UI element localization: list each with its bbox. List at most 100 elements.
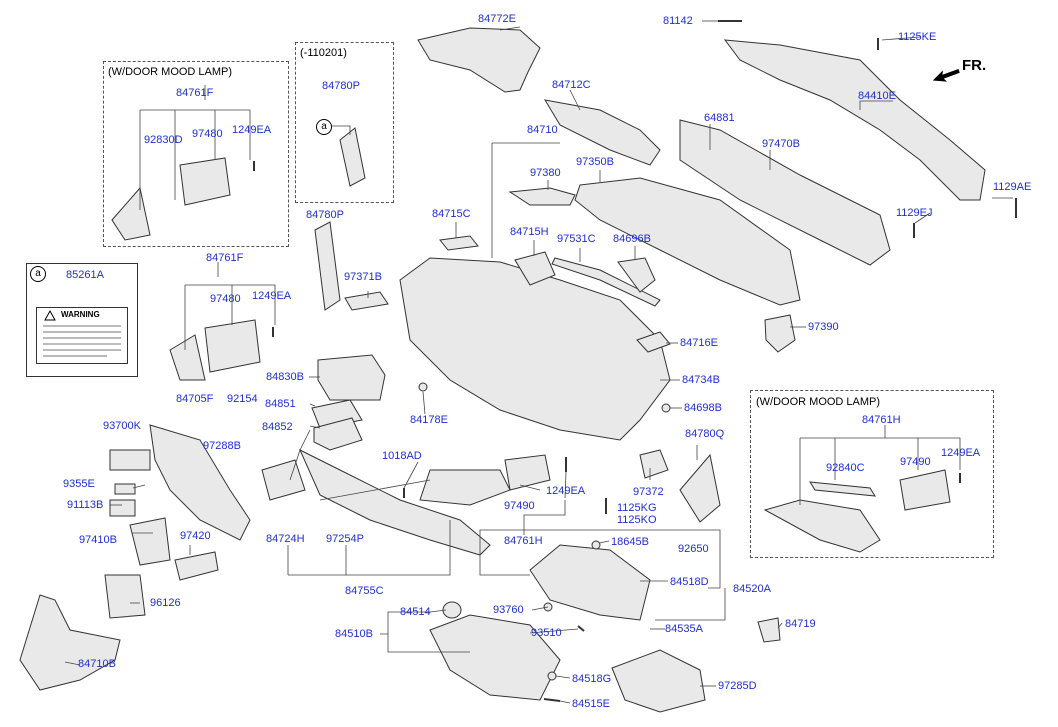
center-duct-part [679,119,891,266]
label-1249ea-lower: 1249EA [546,485,586,497]
switch-91113b-part [109,499,136,517]
label-84716e: 84716E [680,337,718,349]
cover-84715h-part [514,251,556,286]
warning-sticker-title: WARNING [61,310,100,319]
duct-97285d-part [611,649,706,713]
switch-93700k-part [109,449,151,471]
vent-97490-boxed-part [899,469,951,511]
label-84518g: 84518G [572,673,612,685]
date-variant-box [295,42,394,203]
duct-97390-part [764,314,796,353]
vent-97420-part [174,551,219,581]
label-97480: 97480 [210,293,241,305]
label-84515e: 84515E [572,698,610,710]
label-84780p-boxed: 84780P [322,80,360,92]
label-97490: 97490 [504,500,535,512]
label-84851: 84851 [265,398,296,410]
vent-97380-part [508,187,576,206]
vent-97480-part [204,319,261,373]
label-84780p: 84780P [306,209,344,221]
label-97531c: 97531C [557,233,596,245]
door-mood-lamp-box-right [750,390,994,558]
label-91113b: 91113B [67,499,104,511]
switch-9355e-part [114,483,136,495]
label-1129ae: 1129AE [993,181,1032,193]
garnish-84761f-boxed-part [111,186,151,241]
label-1249ea-boxed-right: 1249EA [941,447,981,459]
reference-a-marker-boxed: a [316,119,332,135]
door-mood-lamp-box-left [103,61,289,247]
label-92650: 92650 [678,543,709,555]
label-84705f: 84705F [176,393,214,405]
vent-97410b-part [129,517,171,566]
reference-a-marker: a [30,266,46,282]
label-97371b: 97371B [344,271,382,283]
center-fascia-84705f-part [149,424,251,541]
label-64881: 64881 [704,112,735,124]
strip-92840c-part [809,481,876,497]
label-84710b: 84710B [78,658,116,670]
label-1129ej: 1129EJ [896,207,933,219]
front-arrow-icon [932,68,960,82]
label-84712c: 84712C [552,79,591,91]
label-84410e: 84410E [858,90,896,102]
cover-84715c-part [439,235,479,251]
label-92154: 92154 [227,393,258,405]
label-84830b: 84830B [266,371,304,383]
label-84852: 84852 [262,421,293,433]
cluster-fascia-84830b-part [317,354,386,401]
label-18645b: 18645B [611,536,649,548]
bumper-84518g-part [547,671,557,681]
label-reference-box [26,263,138,377]
garnish-84761h-part [419,469,511,506]
vent-97490-part [504,454,551,491]
clip-84698b-part [661,403,671,413]
label-84719: 84719 [785,618,816,630]
upper-duct-part [417,27,541,93]
label-1018ad: 1018AD [382,450,422,462]
label-97288b: 97288B [203,440,241,452]
door-mood-lamp-note-right: (W/DOOR MOOD LAMP) [756,396,881,408]
crash-pad-main-part [399,257,671,441]
warning-sticker: WARNING [36,307,128,364]
lower-crash-pad-84755c-part [298,448,491,556]
label-84761f-boxed: 84761F [176,87,214,99]
warning-sticker-text-lines [43,309,121,357]
garnish-84761f-part [169,334,206,381]
label-81142: 81142 [663,15,693,27]
label-1125ko: 1125KO [617,514,657,526]
label-84710: 84710 [527,124,558,136]
label-1249ea-boxed: 1249EA [232,124,272,136]
label-84514: 84514 [400,606,431,618]
pin-84515e [543,698,561,702]
clip-84178e-part [418,382,428,392]
glovebox-housing-84518d-part [529,544,651,621]
label-84178e: 84178E [410,414,448,426]
label-85261a: 85261A [66,269,104,281]
cover-84716e-part [636,331,671,353]
label-96126: 96126 [150,597,181,609]
label-97410b: 97410B [79,534,117,546]
label-93700k: 93700K [103,420,141,432]
vent-97480-boxed-part [179,157,231,206]
label-84696b: 84696B [613,233,651,245]
label-84518d: 84518D [670,576,709,588]
label-97480-boxed: 97480 [192,128,223,140]
label-97350b: 97350B [576,156,614,168]
door-mood-lamp-note-left: (W/DOOR MOOD LAMP) [108,66,233,78]
strip-97531c-part [551,257,661,307]
bracket-84724h-part [261,459,306,501]
label-84761f: 84761F [206,252,244,264]
label-84520a: 84520A [733,583,771,595]
label-97254p: 97254P [326,533,364,545]
label-84715h: 84715H [510,226,549,238]
cover-84852-part [313,417,363,451]
front-direction-label: FR. [962,57,987,74]
label-84761h-boxed: 84761H [862,414,901,426]
label-97420: 97420 [180,530,211,542]
bumper-18645b-part [591,540,601,550]
label-93760: 93760 [493,604,524,616]
label-84761h: 84761H [504,535,543,547]
